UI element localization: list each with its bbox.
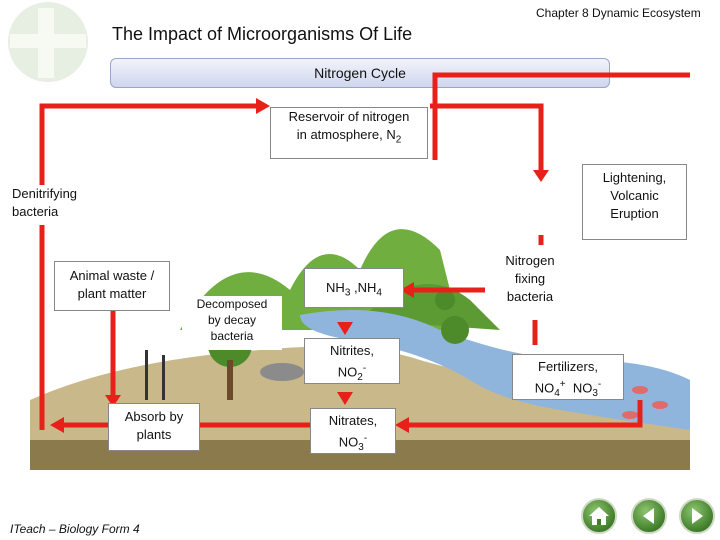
lightening-line1: Lightening, [602, 170, 667, 185]
back-button[interactable] [631, 498, 667, 534]
nitrates-line1: Nitrates, [328, 413, 378, 428]
nitrites-box: Nitrites, NO2- [304, 338, 400, 384]
fertilizers-line1: Fertilizers, [538, 359, 598, 374]
arrow-bottom [400, 400, 643, 428]
animal-shape [260, 363, 304, 381]
denitrifying-line1: Denitrifying [12, 186, 78, 201]
nitrites-formula: NO2- [337, 363, 367, 383]
absorb-line1: Absorb by [124, 409, 184, 424]
absorb-box: Absorb by plants [108, 403, 200, 451]
decomposed-line1: Decomposed [196, 297, 268, 311]
decomposed-line3: bacteria [210, 329, 254, 343]
absorb-line2: plants [136, 427, 172, 442]
logo-watermark [8, 2, 88, 82]
chapter-label: Chapter 8 Dynamic Ecosystem [536, 6, 701, 20]
nitrates-box: Nitrates, NO3- [310, 408, 396, 454]
lightening-line3: Eruption [610, 206, 659, 221]
lightening-line2: Volcanic [610, 188, 659, 203]
animal-waste-box: Animal waste / plant matter [54, 261, 170, 311]
nitrogen-fixing-line1: Nitrogen [505, 253, 555, 268]
arrow-top-right [430, 103, 544, 175]
nitrates-formula: NO3- [338, 433, 368, 453]
reservoir-line2: in atmosphere, N2 [296, 127, 402, 146]
decomposed-box: Decomposed by decay bacteria [182, 296, 282, 350]
animal-line2: plant matter [77, 286, 147, 301]
cycle-arrows [39, 72, 690, 430]
forward-button[interactable] [679, 498, 715, 534]
home-icon [589, 507, 609, 525]
denitrifying-line2: bacteria [12, 204, 59, 219]
home-button[interactable] [581, 498, 617, 534]
arrow-left-up [39, 103, 258, 430]
reservoir-line1: Reservoir of nitrogen [288, 109, 410, 124]
nitrogen-cycle-banner: Nitrogen Cycle [110, 58, 610, 88]
denitrifying-box: Denitrifying bacteria [12, 185, 112, 225]
reservoir-box: Reservoir of nitrogen in atmosphere, N2 [270, 107, 428, 159]
animal-line1: Animal waste / [69, 268, 155, 283]
decomposed-line2: by decay [207, 313, 257, 327]
nitrogen-fixing-line2: fixing [514, 271, 546, 286]
arrow-heads [50, 98, 549, 433]
ammonia-box: NH3 ,NH4 [304, 268, 404, 308]
forward-arrow-icon [692, 508, 703, 524]
lightening-box: Lightening, Volcanic Eruption [582, 164, 687, 240]
page-title: The Impact of Microorganisms Of Life [112, 24, 413, 44]
nitrites-line1: Nitrites, [329, 343, 375, 358]
fertilizers-box: Fertilizers, NO4+ NO3- [512, 354, 624, 400]
nitrogen-fixing-box: Nitrogen fixing bacteria [485, 252, 575, 312]
nitrogen-fixing-line3: bacteria [506, 289, 554, 304]
banner-label: Nitrogen Cycle [314, 65, 406, 81]
back-arrow-icon [643, 508, 654, 524]
footer-label: ITeach – Biology Form 4 [10, 522, 140, 536]
fertilizers-formula: NO4+ NO3- [534, 379, 602, 399]
arrow-outer-right [432, 72, 690, 160]
